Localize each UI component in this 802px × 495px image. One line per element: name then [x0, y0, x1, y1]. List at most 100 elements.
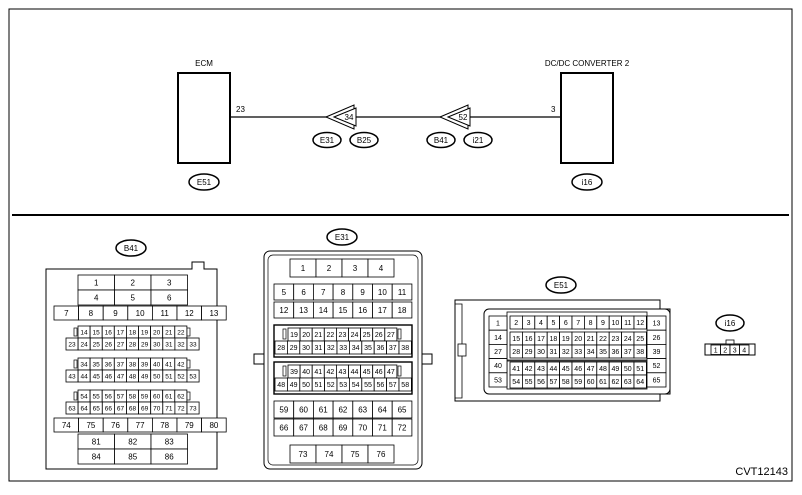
- e51-pin-52: 52: [653, 363, 661, 370]
- b41-pin-76: 76: [111, 421, 120, 430]
- b41-pin-23: 23: [68, 341, 76, 348]
- e31-pin-14: 14: [319, 306, 328, 315]
- b41-pin-73-cell: [186, 401, 200, 415]
- locking-tab: [282, 328, 287, 340]
- b41-pin-29: 29: [141, 341, 149, 348]
- b41-pin-13-cell: [201, 305, 227, 321]
- schematic: ECM 23 E51 34 E31 B25 52 B41 i21 DC/DC C…: [177, 59, 630, 191]
- e51-pin-64-cell: [633, 374, 647, 389]
- e31-pin-38-cell: [398, 340, 412, 355]
- e31-pin-22: 22: [326, 332, 334, 339]
- e31-pin-7: 7: [321, 288, 326, 297]
- e51-pin-19: 19: [562, 336, 570, 343]
- e51-pin-38: 38: [636, 349, 644, 356]
- e31-pin-61: 61: [319, 405, 328, 414]
- b41-pin-38: 38: [129, 361, 137, 368]
- ecm-box: [177, 72, 231, 164]
- b41-pin-80: 80: [209, 421, 218, 430]
- joint-2-badge-b: [463, 131, 493, 149]
- e51-pin-12-cell: [633, 315, 647, 330]
- i16-pin-3: 3: [733, 347, 737, 354]
- e31-pin-62: 62: [338, 405, 347, 414]
- locking-tab: [282, 365, 287, 377]
- e31-pin-33: 33: [339, 345, 347, 352]
- e31-pin-59: 59: [279, 405, 288, 414]
- e51-pin-50: 50: [624, 366, 632, 373]
- e31-pin-52: 52: [327, 382, 335, 389]
- ecm-title: ECM: [195, 59, 213, 68]
- e51-pin-38-cell: [633, 344, 647, 359]
- b41-pin-19: 19: [141, 329, 149, 336]
- b41-pin-33: 33: [189, 341, 197, 348]
- e31-pin-69: 69: [338, 423, 347, 432]
- e51-pin-25: 25: [636, 336, 644, 343]
- ecm-connector-badge: [188, 173, 220, 191]
- e31-pin-74: 74: [325, 450, 334, 459]
- e51-pin-43: 43: [537, 366, 545, 373]
- b41-pin-69: 69: [141, 405, 149, 412]
- e51-pin-32: 32: [562, 349, 570, 356]
- b41-pin-74: 74: [62, 421, 71, 430]
- b41-pin-79: 79: [185, 421, 194, 430]
- e31-pin-66: 66: [279, 423, 288, 432]
- e31-pin-60: 60: [299, 405, 308, 414]
- e31-pin-4-cell: [367, 258, 395, 278]
- e31-pin-23: 23: [339, 332, 347, 339]
- joint-1-badge-b-label: B25: [357, 136, 372, 145]
- e31-pin-6: 6: [301, 288, 306, 297]
- e31-pin-2: 2: [327, 264, 332, 273]
- b41-pin-44: 44: [81, 373, 89, 380]
- e51-pin-31: 31: [550, 349, 558, 356]
- e31-pin-21: 21: [314, 332, 322, 339]
- joint-1-pin: 34: [345, 113, 354, 122]
- e51-pin-36: 36: [612, 349, 620, 356]
- b41-pin-62: 62: [177, 393, 185, 400]
- b41-pin-48: 48: [129, 373, 137, 380]
- b41-pin-81: 81: [92, 437, 101, 446]
- e31-pin-70: 70: [358, 423, 367, 432]
- e51-pin-18: 18: [550, 336, 558, 343]
- locking-tab: [186, 327, 191, 337]
- b41-pin-42: 42: [177, 361, 185, 368]
- e31-pin-10: 10: [378, 288, 387, 297]
- e31-pin-30: 30: [302, 345, 310, 352]
- locking-tab: [186, 391, 191, 401]
- e31-pin-18-cell: [391, 301, 413, 319]
- b41-pin-40: 40: [153, 361, 161, 368]
- e31-label: E31: [335, 233, 350, 242]
- locking-tab: [397, 365, 402, 377]
- e31-pin-5: 5: [282, 288, 287, 297]
- b41-pin-6: 6: [167, 293, 172, 302]
- e31-pin-47: 47: [387, 369, 395, 376]
- e51-pin-49: 49: [612, 366, 620, 373]
- joint-connector-2: 52 B41 i21: [426, 104, 493, 149]
- e51-pin-44: 44: [550, 366, 558, 373]
- b41-pin-57: 57: [117, 393, 125, 400]
- b41-pin-15: 15: [93, 329, 101, 336]
- e31-pin-58-cell: [398, 377, 412, 392]
- e31-pin-1: 1: [301, 264, 306, 273]
- converter-box: [560, 72, 614, 164]
- e31-pin-43: 43: [339, 369, 347, 376]
- e31-pin-49: 49: [290, 382, 298, 389]
- e31-pin-37: 37: [389, 345, 397, 352]
- e31-pin-16: 16: [358, 306, 367, 315]
- e31-pin-38: 38: [401, 345, 409, 352]
- e51-pin-27: 27: [494, 349, 502, 356]
- e51-pin-46: 46: [574, 366, 582, 373]
- b41-pin-78: 78: [160, 421, 169, 430]
- e31-pin-36: 36: [377, 345, 385, 352]
- e31-pin-24: 24: [351, 332, 359, 339]
- b41-pin-8: 8: [89, 309, 94, 318]
- b41-pin-36: 36: [105, 361, 113, 368]
- e31-pin-76: 76: [377, 450, 386, 459]
- e31-pin-34: 34: [352, 345, 360, 352]
- e31-pin-44: 44: [351, 369, 359, 376]
- locking-tab: [186, 359, 191, 369]
- e31-pin-51: 51: [315, 382, 323, 389]
- b41-pin-31: 31: [165, 341, 173, 348]
- i16-pin-4-cell: [739, 344, 750, 355]
- e51-pin-3: 3: [527, 320, 531, 327]
- b41-pin-12: 12: [185, 309, 194, 318]
- e51-pin-53-cell: [488, 372, 508, 388]
